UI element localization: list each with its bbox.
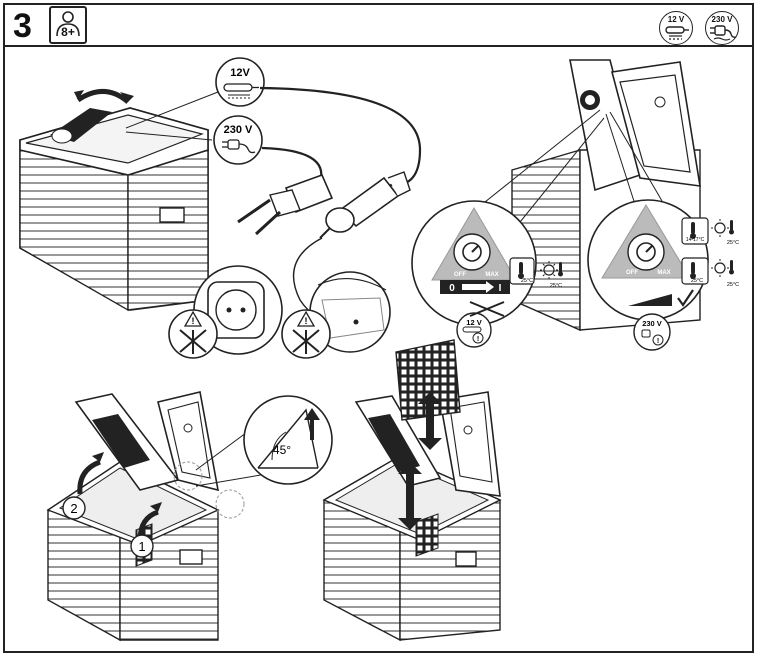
- right-dial-temp-ambient-1: 25°C: [727, 240, 739, 246]
- warning-icon: !: [281, 309, 331, 359]
- sun-icon: [711, 259, 729, 277]
- switch-1-label: I: [499, 283, 502, 294]
- thermometer-icon: [730, 220, 733, 231]
- bubble-12v-label: 12V: [230, 67, 250, 79]
- small-230v-label: 230 V: [642, 319, 662, 328]
- right-dial-off-label: OFF: [626, 270, 638, 276]
- left-dial-temp-cold: 25°C: [521, 278, 533, 284]
- left-dial-off-label: OFF: [454, 272, 466, 278]
- coolbox-cables-illustration: 12V 230 V: [19, 57, 422, 359]
- thermometer-icon: [558, 262, 563, 277]
- svg-text:!: !: [477, 336, 479, 343]
- badge-230v-label: 230 V: [711, 15, 733, 24]
- svg-text:!: !: [305, 316, 308, 326]
- svg-text:!: !: [657, 338, 659, 345]
- right-dial-temp-cold-1: 14-17°C: [686, 237, 705, 243]
- thermometer-icon: [518, 262, 524, 279]
- badge-12v-label: 12 V: [667, 15, 685, 24]
- badge-12v: 12 V: [659, 11, 693, 45]
- sun-icon: [540, 261, 558, 279]
- car-plug-icon: [223, 83, 259, 99]
- svg-text:!: !: [192, 316, 195, 326]
- control-panel-illustration: OFF MAX 0 I 25°C 25°C OFF MAX: [411, 59, 739, 351]
- switch-0-label: 0: [449, 283, 455, 294]
- thermometer-icon: [691, 262, 695, 274]
- person-icon: [56, 11, 80, 37]
- right-dial-temp-cold-2: 25°C: [691, 278, 703, 284]
- car-plug-icon: [665, 26, 689, 40]
- sun-icon: [711, 219, 729, 237]
- right-dial-temp-ambient-2: 25°C: [727, 282, 739, 288]
- warning-icon: !: [168, 309, 218, 359]
- left-dial-max-label: MAX: [485, 272, 498, 278]
- divider-grid-illustration: [322, 339, 502, 642]
- thermometer-icon: [730, 260, 733, 271]
- header-bar: 3 8+ 12 V 230 V: [3, 3, 754, 47]
- angle-label: 45°: [273, 443, 291, 457]
- left-dial-temp-ambient: 25°C: [550, 283, 562, 289]
- small-12v-label: 12 V: [466, 318, 481, 327]
- right-dial-max-label: MAX: [657, 270, 670, 276]
- wall-plug-icon: [222, 139, 256, 154]
- step-1-label: 1: [138, 539, 145, 554]
- page-frame: [3, 3, 754, 653]
- open-lid-illustration: 2 1 45°: [46, 391, 333, 642]
- age-badge: 8+: [49, 6, 87, 44]
- step-number: 3: [13, 7, 32, 45]
- bubble-230v-label: 230 V: [224, 124, 253, 136]
- age-badge-label: 8+: [61, 25, 75, 39]
- badge-230v: 230 V: [705, 11, 739, 45]
- thermometer-icon: [691, 222, 695, 234]
- step-2-label: 2: [70, 501, 77, 516]
- wall-plug-icon: [710, 25, 737, 41]
